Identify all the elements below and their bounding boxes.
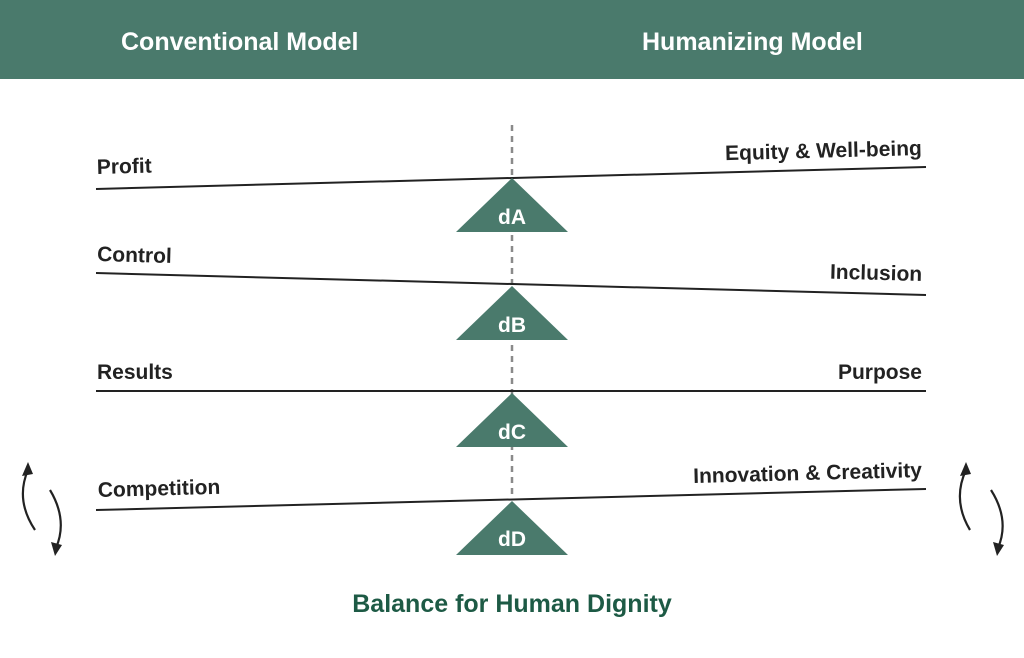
right-value-label: Inclusion [830, 261, 923, 286]
fulcrum-triangle [456, 501, 568, 555]
balance-beam [95, 488, 927, 511]
arrowhead [22, 462, 33, 476]
right-value-label: Innovation & Creativity [693, 459, 923, 488]
arrowhead [993, 542, 1004, 556]
balance-row-results: dC Results Purpose [96, 361, 926, 447]
curved-arrow-up [21, 469, 36, 531]
balance-row-competition: dD Competition Innovation & Creativity [95, 459, 927, 555]
balance-row-profit: dA Profit Equity & Well-being [95, 137, 927, 232]
balance-beam [95, 166, 927, 190]
left-value-label: Competition [98, 476, 221, 502]
fulcrum-triangle [456, 393, 568, 447]
curved-arrow-down [990, 489, 1004, 549]
arrowhead [960, 462, 971, 476]
header-bar: Conventional Model Humanizing Model [0, 0, 1024, 79]
right-value-label: Equity & Well-being [725, 137, 922, 165]
arrowhead [51, 542, 62, 556]
left-value-label: Control [97, 243, 172, 268]
conventional-model-title: Conventional Model [121, 28, 359, 56]
humanizing-model-title: Humanizing Model [642, 28, 863, 56]
balance-beam [95, 272, 927, 296]
left-value-label: Profit [97, 155, 152, 179]
fulcrum-triangle [456, 286, 568, 340]
fulcrum-label: dD [498, 528, 526, 551]
curved-arrow-up [958, 469, 971, 531]
left-value-label: Results [97, 361, 173, 384]
fulcrum-triangle [456, 178, 568, 232]
rotate-arrows-icon [958, 462, 1004, 556]
fulcrum-label: dA [498, 206, 526, 229]
fulcrum-label: dB [498, 314, 526, 337]
rotate-arrows-icon [21, 462, 62, 556]
right-value-label: Purpose [838, 361, 922, 384]
balance-row-control: dB Control Inclusion [95, 243, 927, 340]
fulcrum-label: dC [498, 421, 526, 444]
diagram-caption: Balance for Human Dignity [352, 590, 672, 618]
curved-arrow-down [49, 489, 62, 549]
